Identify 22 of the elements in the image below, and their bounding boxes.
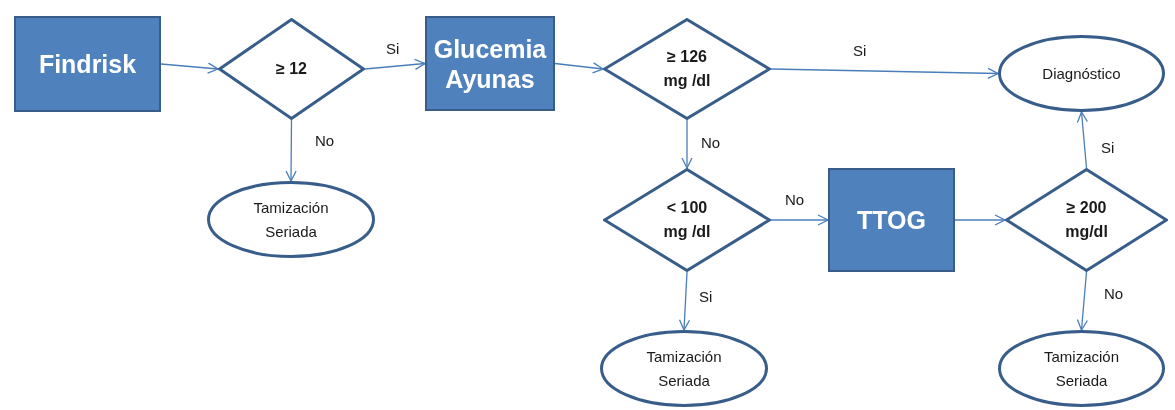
arrow — [681, 119, 693, 169]
arrow — [1076, 271, 1088, 331]
process-box: Findrisk — [14, 16, 161, 112]
terminal-text: Tamización Seriada — [645, 346, 723, 391]
condition-text: ≥ 126 mg /dl — [662, 47, 712, 91]
arrow — [954, 214, 1006, 226]
arrow — [770, 67, 999, 79]
condition-text: ≥ 200 mg/dl — [1064, 198, 1109, 242]
condition-text: < 100 mg /dl — [662, 198, 712, 242]
arrow — [364, 58, 426, 71]
terminal-text: Diagnóstico — [1041, 63, 1122, 84]
arrow — [770, 214, 829, 226]
arrow — [678, 271, 691, 331]
arrow — [285, 119, 297, 182]
terminal-text: Tamización Seriada — [1043, 346, 1120, 391]
condition-text: ≥ 12 — [275, 59, 308, 79]
arrow — [160, 62, 219, 74]
terminal-text: Tamización Seriada — [252, 197, 330, 242]
process-box: TTOG — [828, 168, 955, 272]
process-box: Glucemia Ayunas — [425, 16, 555, 111]
arrow — [1076, 111, 1088, 169]
arrow — [554, 62, 604, 74]
